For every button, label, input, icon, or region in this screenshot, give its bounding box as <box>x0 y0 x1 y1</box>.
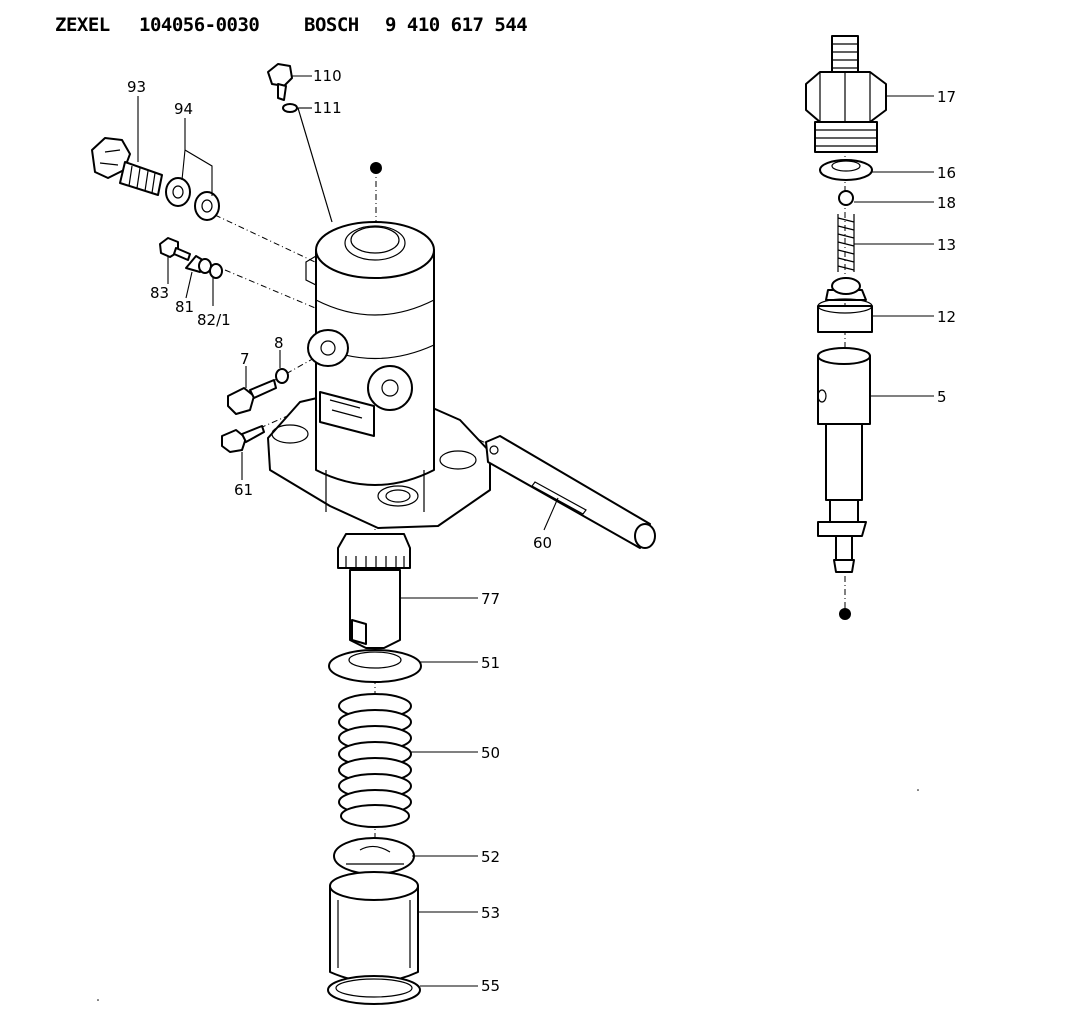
part-83-bolt <box>159 237 191 261</box>
speck-mark <box>97 999 99 1001</box>
callout-51: 51 <box>481 654 500 672</box>
callout-17: 17 <box>937 88 956 106</box>
part-110-screw <box>267 63 293 101</box>
callout-13: 13 <box>937 236 956 254</box>
reference-dot-top <box>370 162 382 174</box>
callout-81: 81 <box>175 298 194 316</box>
part-5-plunger-barrel <box>817 347 871 573</box>
part-50-spring <box>338 693 412 828</box>
callout-50: 50 <box>481 744 500 762</box>
header-bosch-number: 9 410 617 544 <box>385 14 528 36</box>
callout-93: 93 <box>127 78 146 96</box>
reference-dot-right <box>839 608 851 620</box>
callout-8: 8 <box>274 334 284 352</box>
callout-5: 5 <box>937 388 947 406</box>
part-111-washer <box>282 103 298 113</box>
part-55-snap-ring <box>327 975 421 1005</box>
part-7-screw <box>227 379 277 415</box>
part-77-control-sleeve <box>337 533 411 649</box>
part-94-washers <box>165 177 220 221</box>
part-60-control-rod <box>485 435 656 549</box>
part-53-tappet <box>329 871 419 983</box>
diagram-header: ZEXEL 104056-0030 BOSCH 9 410 617 544 <box>55 14 528 42</box>
assembly-lines <box>214 56 846 975</box>
callout-82-1: 82/1 <box>197 311 231 329</box>
part-12-valve-holder <box>817 277 873 333</box>
pump-housing <box>267 221 491 529</box>
callout-111: 111 <box>313 99 342 117</box>
part-61-bolt <box>221 425 265 453</box>
callout-labels: 110 111 93 94 83 81 82/1 7 8 61 60 77 51… <box>127 67 956 995</box>
callout-53: 53 <box>481 904 500 922</box>
callout-52: 52 <box>481 848 500 866</box>
callout-7: 7 <box>240 350 250 368</box>
callout-12: 12 <box>937 308 956 326</box>
part-82-1-washer <box>198 258 223 279</box>
part-18-valve-ball <box>838 190 854 206</box>
callout-60: 60 <box>533 534 552 552</box>
part-17-delivery-holder <box>805 35 887 153</box>
part-13-valve-spring <box>837 214 855 272</box>
callout-16: 16 <box>937 164 956 182</box>
callout-55: 55 <box>481 977 500 995</box>
callout-77: 77 <box>481 590 500 608</box>
callout-18: 18 <box>937 194 956 212</box>
part-93-hollow-screw <box>91 137 163 196</box>
callout-110: 110 <box>313 67 342 85</box>
header-brand-zexel: ZEXEL <box>55 14 110 36</box>
header-brand-bosch: BOSCH <box>304 14 359 36</box>
callout-94: 94 <box>174 100 193 118</box>
part-51-spring-seat <box>328 649 422 683</box>
leader-lines <box>137 75 934 987</box>
part-8-washer <box>275 368 289 384</box>
callout-61: 61 <box>234 481 253 499</box>
part-52-lower-seat <box>333 837 415 875</box>
callout-83: 83 <box>150 284 169 302</box>
speck-mark <box>917 789 919 791</box>
part-16-gasket <box>819 159 873 181</box>
header-zexel-number: 104056-0030 <box>139 14 260 36</box>
